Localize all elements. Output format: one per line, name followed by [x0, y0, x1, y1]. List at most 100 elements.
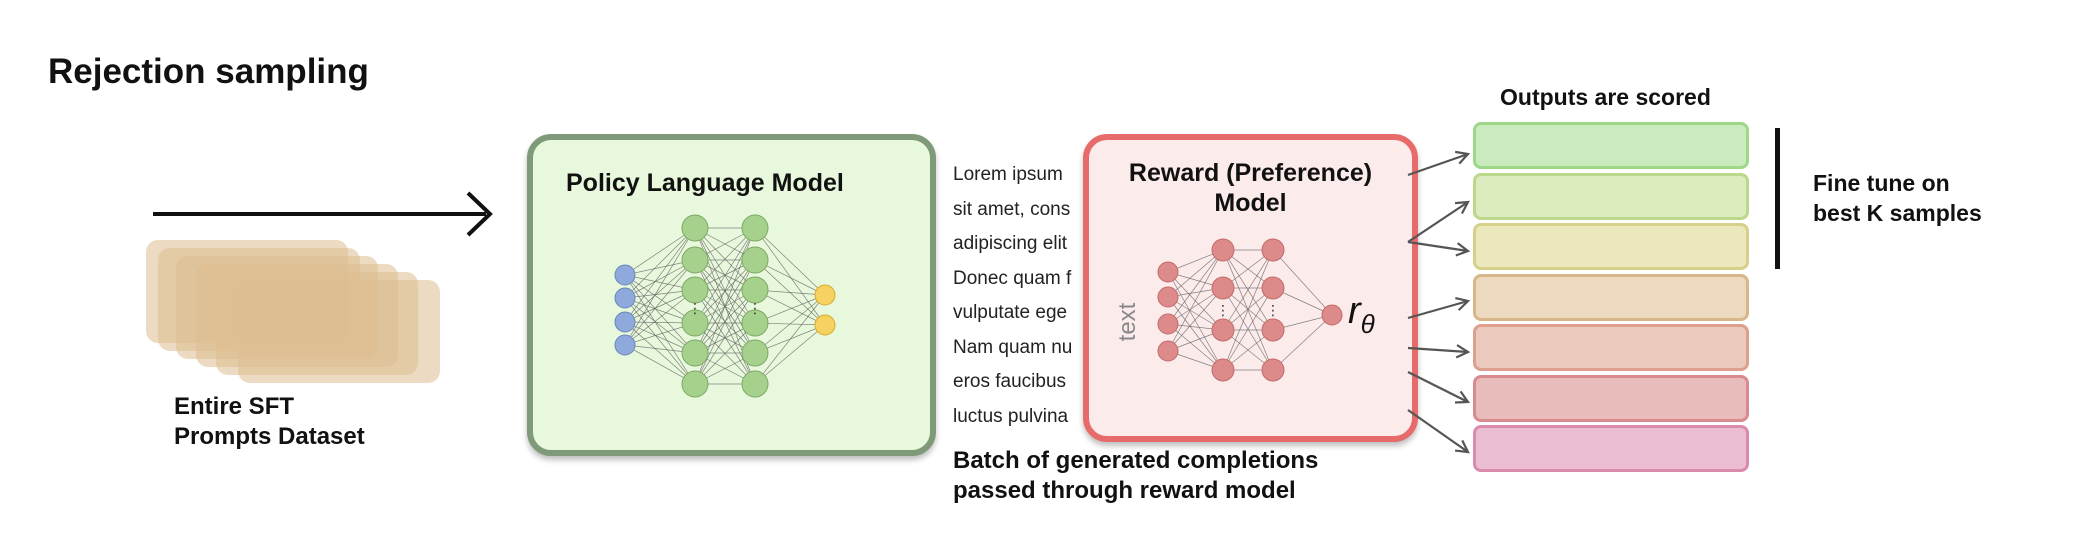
network-nodes: ⋮⋮: [1157, 238, 1343, 382]
finetune-label-line1: Fine tune on: [1813, 170, 1950, 196]
reward-model-title-line2: Model: [1214, 189, 1287, 217]
completion-line: vulputate ege: [953, 302, 1068, 323]
reward-output-symbol: rθ: [1348, 290, 1375, 339]
reward-network: text rθ ⋮⋮: [1114, 238, 1375, 382]
prompt-arrow: [153, 191, 493, 237]
prompt-arrow-head: [466, 191, 493, 237]
score-arrow: [1407, 299, 1469, 320]
network-edge: [694, 227, 756, 354]
reward-model-title: Reward (Preference) Model: [1083, 158, 1418, 218]
network-edge: [694, 289, 756, 385]
network-edge: [1222, 287, 1274, 371]
network-node: [741, 309, 769, 337]
finetune-label: Fine tune on best K samples: [1813, 168, 1982, 228]
network-edge: [624, 297, 696, 385]
network-node: [814, 314, 836, 336]
score-arrow-head: [1455, 297, 1471, 311]
network-edges: [1167, 249, 1333, 371]
page-title: Rejection sampling: [48, 52, 369, 91]
score-arrows: [1407, 150, 1471, 454]
output-bar: [1473, 223, 1749, 270]
network-edge: [624, 259, 696, 323]
score-arrow-head: [1454, 150, 1471, 165]
score-arrow: [1407, 346, 1469, 354]
network-edge: [624, 227, 696, 299]
network-edge: [694, 227, 756, 291]
network-edge: [624, 227, 696, 276]
network-edge: [754, 294, 826, 354]
network-edge: [694, 259, 756, 385]
network-edge: [1167, 249, 1224, 352]
network-edge: [1167, 296, 1224, 371]
network-node: [614, 287, 636, 309]
completion-line: Donec quam f: [953, 267, 1072, 289]
network-node: [1157, 261, 1179, 283]
finetune-bracket: [1775, 128, 1780, 269]
policy-model-title: Policy Language Model: [566, 169, 844, 197]
score-arrow: [1407, 409, 1469, 453]
network-node: [1261, 318, 1285, 342]
network-node: [1261, 276, 1285, 300]
dataset-stack: [140, 235, 450, 395]
network-node: [741, 276, 769, 304]
network-edge: [624, 321, 696, 385]
score-arrow-head: [1454, 200, 1470, 215]
network-node: [1157, 313, 1179, 335]
network-edge: [754, 294, 826, 385]
outputs-header: Outputs are scored: [1500, 84, 1711, 110]
policy-model-box: [527, 134, 936, 456]
output-bar: [1473, 425, 1749, 472]
network-ellipsis: ⋮: [748, 300, 762, 316]
network-node: [1261, 358, 1285, 382]
output-bars: [1473, 122, 1755, 482]
network-edge: [1167, 249, 1224, 325]
dataset-label-line2: Prompts Dataset: [174, 423, 365, 450]
network-edge: [694, 259, 756, 324]
reward-model-box: [1083, 134, 1418, 442]
network-node: [1211, 318, 1235, 342]
network-node: [1321, 304, 1343, 326]
dataset-label-line1: Entire SFT: [174, 393, 295, 420]
network-node: [681, 246, 709, 274]
completions-text: Lorem ipsum sit amet, cons adipiscing el…: [953, 158, 1072, 434]
policy-network: ⋮⋮: [614, 214, 836, 398]
network-node: [1211, 238, 1235, 262]
network-node: [1261, 238, 1285, 262]
reward-model-title-line1: Reward (Preference): [1128, 159, 1373, 187]
network-edge: [1222, 249, 1274, 371]
network-nodes: ⋮⋮: [614, 214, 836, 398]
network-edge: [754, 227, 826, 296]
network-edge: [1167, 323, 1224, 371]
output-bar: [1473, 374, 1749, 422]
completion-line: luctus pulvina: [953, 405, 1069, 427]
completions-caption-line1: Batch of generated completions: [953, 447, 1319, 474]
network-edge: [754, 227, 826, 326]
network-edge: [624, 274, 696, 385]
network-edge: [624, 259, 696, 346]
completions-caption: Batch of generated completions passed th…: [953, 446, 1318, 506]
network-node: [741, 339, 769, 367]
network-ellipsis: ⋮: [688, 300, 702, 316]
score-arrow-head: [1454, 439, 1470, 454]
completions-caption-line2: passed through reward model: [953, 477, 1296, 504]
network-ellipsis: ⋮: [1266, 302, 1280, 318]
network-ellipsis: ⋮: [1216, 302, 1230, 318]
output-bar: [1473, 122, 1749, 169]
output-bar: [1473, 273, 1749, 321]
score-arrow-head: [1455, 344, 1471, 359]
network-edges: [624, 227, 826, 385]
completion-line: adipiscing elit: [953, 233, 1068, 254]
dataset-label: Entire SFT Prompts Dataset: [174, 392, 365, 452]
network-edge: [754, 324, 826, 385]
network-edge: [1272, 249, 1333, 316]
network-edge: [1222, 249, 1274, 331]
score-arrow: [1407, 152, 1469, 177]
score-arrow-head: [1454, 390, 1471, 404]
network-node: [1157, 286, 1179, 308]
completion-line: eros faucibus: [953, 371, 1067, 392]
network-edge: [624, 274, 696, 354]
reward-input-label: text: [1114, 302, 1141, 341]
network-node: [1211, 276, 1235, 300]
completion-line: Nam quam nu: [953, 336, 1073, 358]
completion-line: Lorem ipsum: [953, 164, 1063, 185]
